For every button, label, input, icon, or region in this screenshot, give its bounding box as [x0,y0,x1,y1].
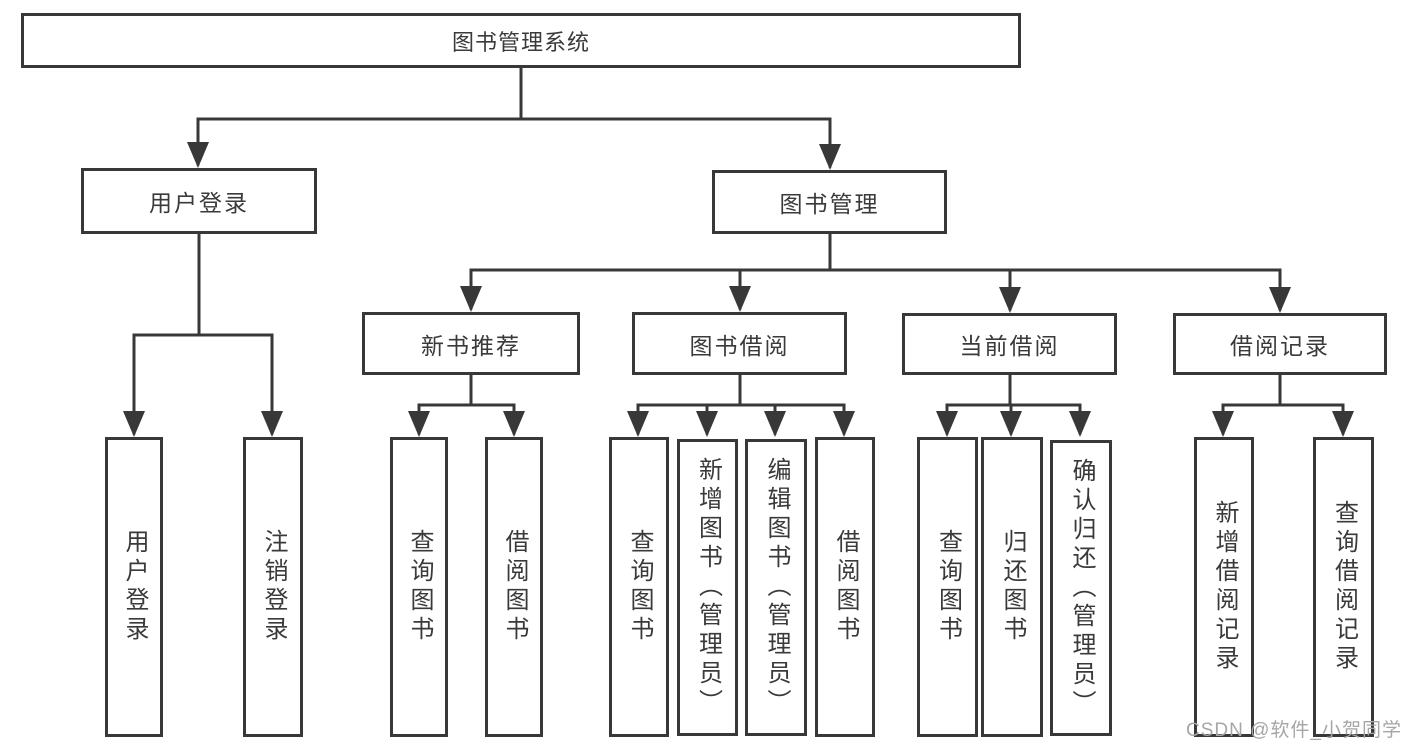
node-new-book-recommendation: 新书推荐 [362,312,580,375]
node-borrowing-records: 借阅记录 [1173,313,1387,375]
connector-book-management-branch [469,231,1282,311]
connector-user-login-branch [132,231,274,435]
connector-borrow-records-branch [1221,373,1345,435]
arrowheads [123,142,1354,437]
node-user-login: 用户登录 [81,168,317,234]
leaf-query-books-current: 查询图书 [917,437,978,737]
leaf-user-login: 用户登录 [105,437,163,737]
leaf-query-books-borrow: 查询图书 [609,437,669,737]
connector-root-to-level2 [196,65,832,168]
leaf-query-books-recommend: 查询图书 [390,437,448,737]
leaf-edit-books-admin: 编辑图书（管理员） [745,439,807,736]
node-current-borrowing: 当前借阅 [902,313,1117,375]
leaf-return-books: 归还图书 [981,437,1043,737]
csdn-watermark: CSDN @软件_小贺同学 [1186,720,1402,741]
node-book-borrowing: 图书借阅 [632,312,847,375]
leaf-borrow-books-recommend: 借阅图书 [485,437,543,737]
leaf-logout: 注销登录 [243,437,303,737]
leaf-add-borrow-record: 新增借阅记录 [1194,437,1254,737]
node-book-management: 图书管理 [712,170,947,234]
connector-new-book-branch [417,373,516,435]
leaf-borrow-books: 借阅图书 [815,437,875,737]
leaf-query-borrow-record: 查询借阅记录 [1313,437,1374,737]
node-library-management-system: 图书管理系统 [21,13,1021,68]
connector-book-borrow-branch [636,373,846,435]
leaf-confirm-return-admin: 确认归还（管理员） [1050,440,1112,736]
leaf-add-books-admin: 新增图书（管理员） [677,439,738,736]
